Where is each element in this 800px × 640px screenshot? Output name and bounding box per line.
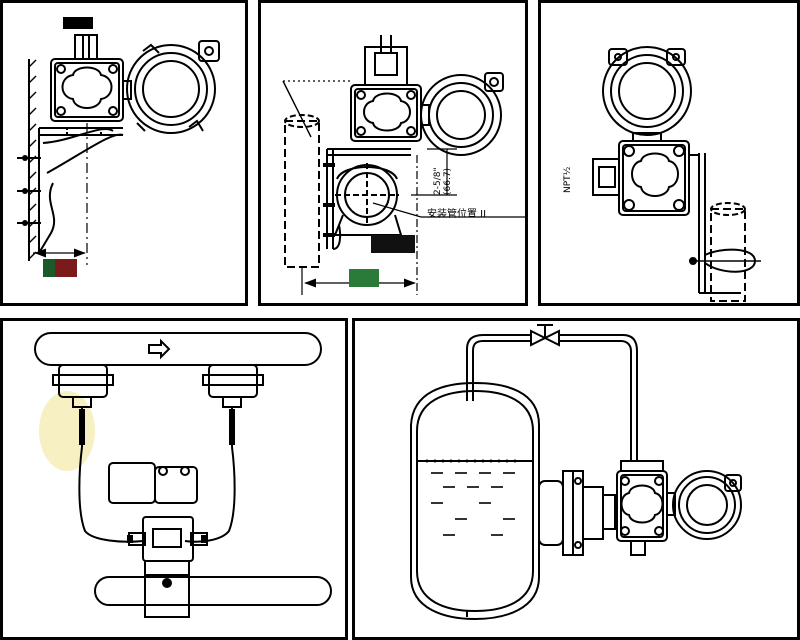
flow-installation-drawing [34,332,332,618]
panel-tank-installation [352,318,800,640]
dimension-view-drawing [282,35,525,295]
panel-front-view: NPT½ [538,0,800,306]
side-view-drawing [17,17,220,277]
tank-installation-drawing [410,324,742,621]
panel-dimension-view: 2-5/8" (66.7) 安装管位置 II [258,0,528,306]
panel-flow-installation [0,318,348,640]
dimension-sub-label: (66.7) [443,167,453,195]
panel-side-view [0,0,248,306]
front-view-drawing [592,46,761,302]
callout-label: 安装管位置 II [427,209,487,220]
npt-label: NPT½ [563,166,573,193]
dimension-label: 2-5/8" [433,167,443,195]
